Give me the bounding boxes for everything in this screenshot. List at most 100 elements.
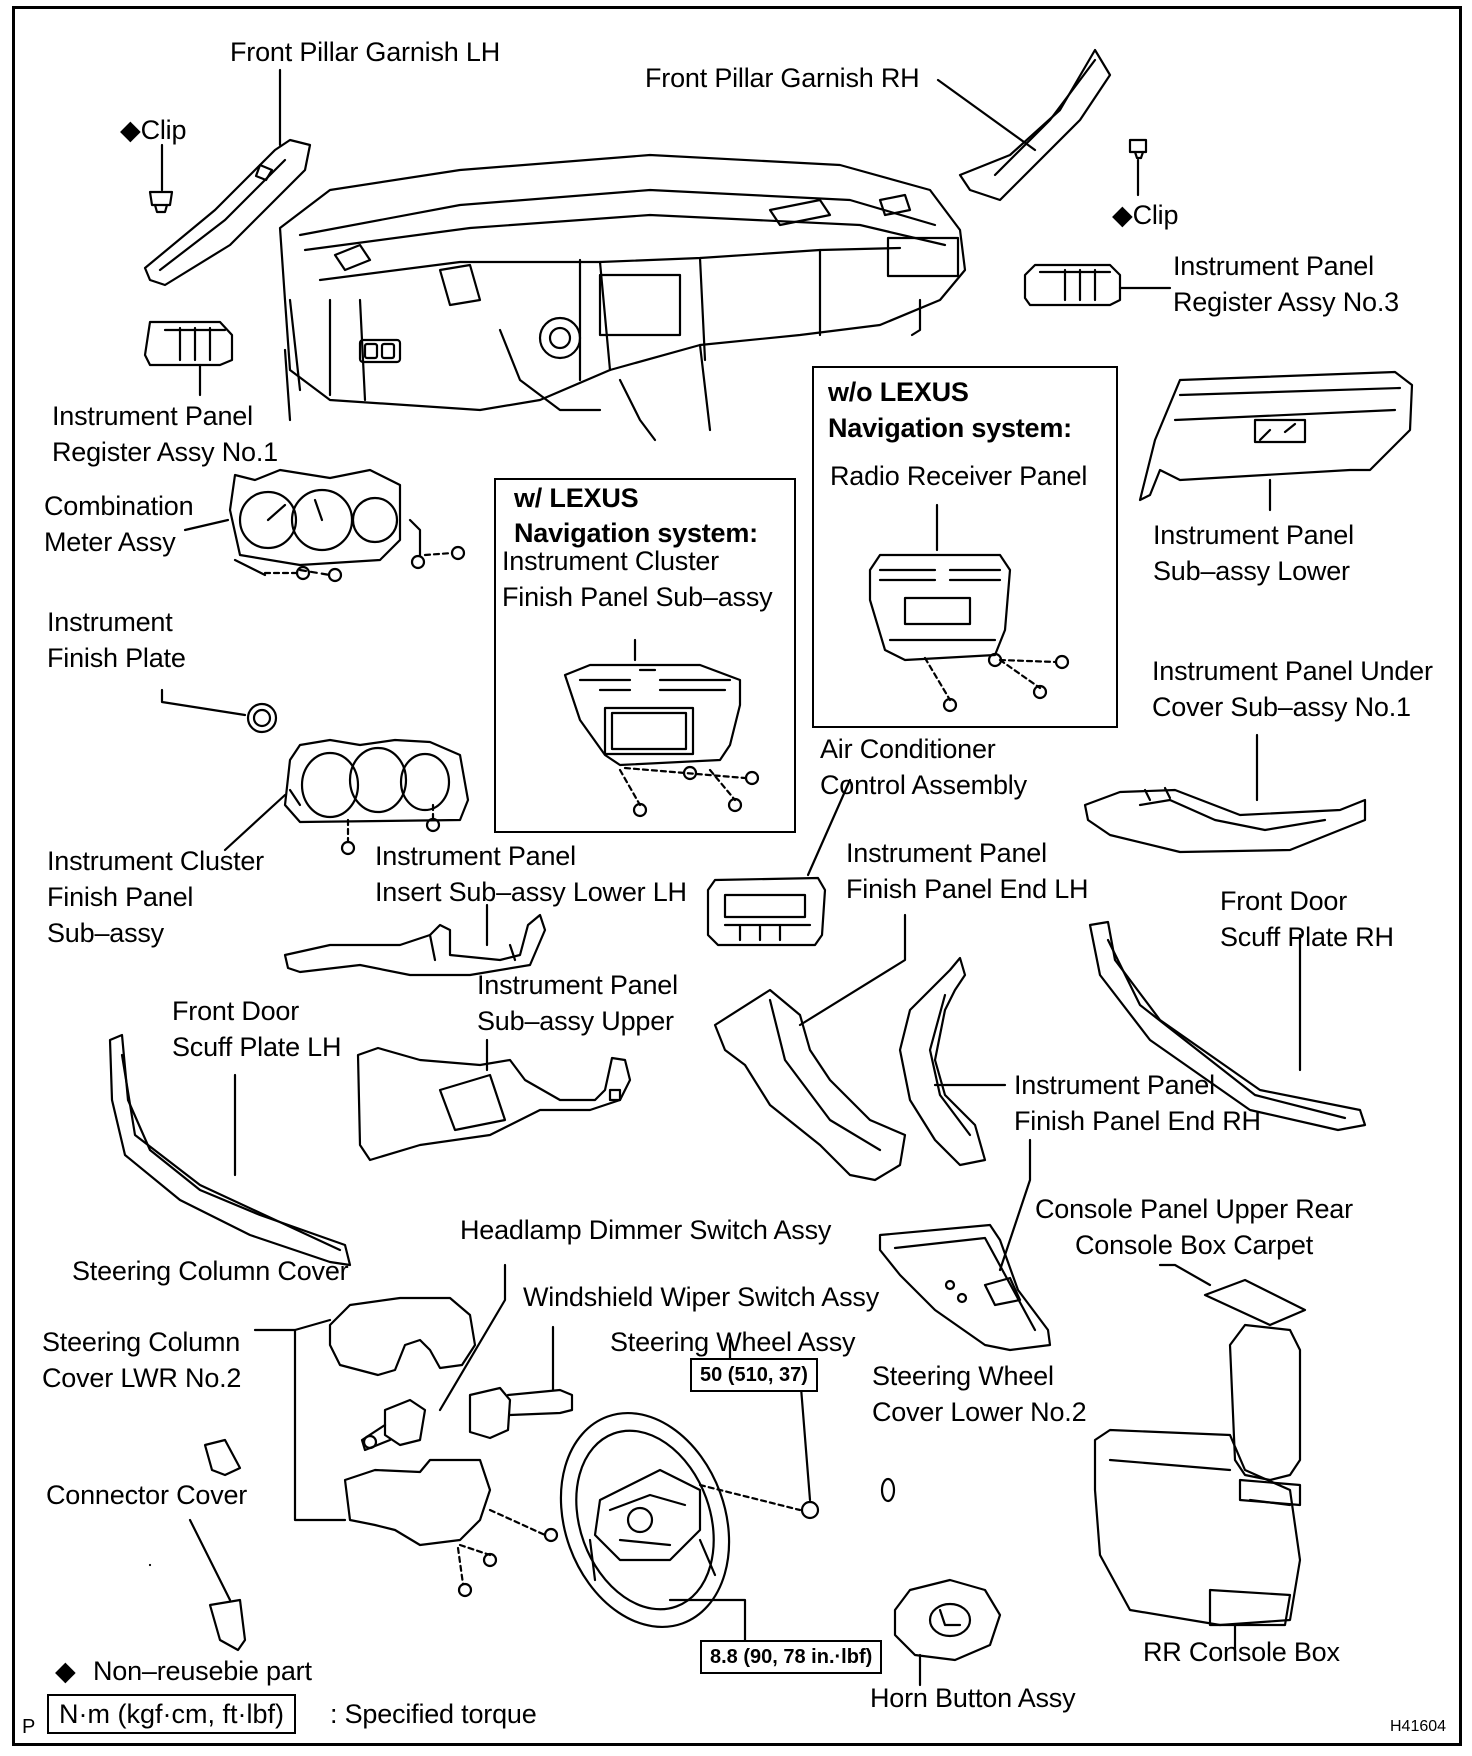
- leader-wheel-nut: [798, 1373, 812, 1502]
- sub-assy-lower-illustration: [1138, 370, 1414, 502]
- label-wo-nav-line2: Navigation system:: [828, 413, 1072, 443]
- label-scuff-rh-line2: Scuff Plate RH: [1220, 922, 1394, 952]
- diagram-frame: [12, 6, 1462, 1746]
- label-combination-meter-line1: Combination: [44, 491, 194, 521]
- leader-carpet: [1158, 1263, 1212, 1287]
- front-pillar-garnish-lh-illustration: [143, 138, 312, 287]
- column-cover-lwr2-illustration: [203, 1438, 242, 1477]
- wheel-cover-lower-illustration: [880, 1477, 896, 1503]
- label-rr-console-box: RR Console Box: [1143, 1637, 1340, 1667]
- legend-torque-text: : Specified torque: [330, 1699, 537, 1729]
- label-insert-lower-line1: Instrument Panel: [375, 841, 576, 871]
- end-rh-illustration: [898, 956, 987, 1167]
- end-lh-illustration: [713, 988, 907, 1182]
- torque-horn-button: 8.8 (90, 78 in.·lbf): [700, 1640, 883, 1674]
- leader-ac: [806, 778, 852, 877]
- combination-meter-illustration: [228, 468, 422, 577]
- steering-wheel-illustration: [559, 1411, 731, 1629]
- label-headlamp-switch: Headlamp Dimmer Switch Assy: [460, 1215, 832, 1245]
- legend-non-reusable-symbol: ◆: [55, 1656, 76, 1686]
- sub-assy-upper-illustration: [356, 1046, 632, 1162]
- label-scuff-rh-line1: Front Door: [1220, 886, 1348, 916]
- label-wo-nav-line1: w/o LEXUS: [828, 377, 969, 407]
- label-console-upper-rear: Console Panel Upper Rear: [1035, 1194, 1353, 1224]
- console-carpet-illustration: [1203, 1278, 1307, 1327]
- label-connector-cover: Connector Cover: [46, 1480, 248, 1510]
- label-w-nav-line2: Navigation system:: [514, 518, 758, 548]
- leader-horn-torque: [668, 1598, 747, 1642]
- leader-meter: [183, 518, 230, 532]
- column-cover-upper-illustration: [328, 1296, 477, 1377]
- legend-torque-unit: N·m (kgf·cm, ft·lbf): [47, 1694, 296, 1734]
- label-cluster-finish-line3: Sub–assy: [47, 918, 164, 948]
- headlamp-switch-illustration: [360, 1398, 427, 1452]
- label-under-cover-line2: Cover Sub–assy No.1: [1152, 692, 1411, 722]
- under-cover-illustration: [1083, 786, 1367, 854]
- label-clip-rh: ◆Clip: [1112, 200, 1179, 230]
- dashboard-illustration: [278, 153, 967, 442]
- ac-control-illustration: [706, 876, 827, 947]
- label-combination-meter-line2: Meter Assy: [44, 527, 176, 557]
- label-sub-assy-lower-line1: Instrument Panel: [1153, 520, 1354, 550]
- label-wiper-switch: Windshield Wiper Switch Assy: [523, 1282, 880, 1312]
- label-sub-assy-upper-line1: Instrument Panel: [477, 970, 678, 1000]
- label-ac-control-line2: Control Assembly: [820, 770, 1027, 800]
- leader-finish-plate: [160, 688, 247, 717]
- figure-id: H41604: [1390, 1718, 1447, 1735]
- label-wheel-cover-lower-line2: Cover Lower No.2: [872, 1397, 1087, 1427]
- label-under-cover-line1: Instrument Panel Under: [1152, 656, 1433, 686]
- corner-left-mark: P: [22, 1716, 36, 1738]
- clip-rh-illustration: [1128, 138, 1148, 160]
- column-cover-screws: [456, 1508, 559, 1598]
- radio-receiver-panel-illustration: [868, 553, 1012, 662]
- leader-end-lh: [798, 913, 907, 1027]
- label-scuff-lh-line2: Scuff Plate LH: [172, 1032, 342, 1062]
- scuff-plate-lh-illustration: [108, 1033, 352, 1267]
- label-finish-plate-line2: Finish Plate: [47, 643, 186, 673]
- radio-screws: [923, 652, 1070, 713]
- register-no3-illustration: [1023, 263, 1122, 307]
- label-end-lh-line1: Instrument Panel: [846, 838, 1047, 868]
- column-cover-lower-illustration: [343, 1458, 492, 1547]
- wiper-switch-illustration: [468, 1386, 574, 1440]
- clip-lh-illustration: [148, 190, 174, 214]
- label-insert-lower-line2: Insert Sub–assy Lower LH: [375, 877, 687, 907]
- w-nav-screws: [618, 765, 760, 818]
- label-front-pillar-garnish-rh: Front Pillar Garnish RH: [645, 63, 920, 93]
- insert-lower-illustration: [283, 913, 547, 977]
- label-steering-column-cover: Steering Column Cover: [72, 1256, 349, 1286]
- label-front-pillar-garnish-lh: Front Pillar Garnish LH: [230, 37, 500, 67]
- connector-cover-illustration: [208, 1598, 247, 1652]
- label-wo-nav-part: Radio Receiver Panel: [830, 461, 1088, 491]
- leader-headlamp: [438, 1263, 507, 1412]
- rr-console-box-illustration: [1093, 1323, 1302, 1627]
- leader-connector-cover: [188, 1518, 232, 1602]
- label-finish-plate-line1: Instrument: [47, 607, 173, 637]
- label-end-rh-line2: Finish Panel End RH: [1014, 1106, 1261, 1136]
- label-sub-assy-upper-line2: Sub–assy Upper: [477, 1006, 674, 1036]
- label-w-nav-line1: w/ LEXUS: [514, 483, 639, 513]
- label-ac-control-line1: Air Conditioner: [820, 734, 996, 764]
- torque-steering-wheel-nut: 50 (510, 37): [690, 1358, 818, 1392]
- leader-column-cover: [253, 1318, 347, 1522]
- horn-button-illustration: [893, 1578, 1002, 1662]
- label-register-no3-line2: Register Assy No.3: [1173, 287, 1399, 317]
- label-w-nav-part-line2: Finish Panel Sub–assy: [502, 582, 773, 612]
- label-wheel-cover-lower-line1: Steering Wheel: [872, 1361, 1054, 1391]
- w-nav-box: [494, 478, 796, 833]
- leader-console-upper: [998, 1138, 1032, 1272]
- label-end-rh-line1: Instrument Panel: [1014, 1070, 1215, 1100]
- w-nav-panel-illustration: [563, 663, 742, 767]
- meter-screws: [263, 545, 466, 583]
- wo-nav-box: [812, 366, 1118, 728]
- label-console-carpet: Console Box Carpet: [1075, 1230, 1314, 1260]
- label-steering-wheel: Steering Wheel Assy: [610, 1327, 856, 1357]
- leader-pillar-rh: [936, 78, 1037, 152]
- leader-cluster-finish: [223, 793, 287, 852]
- label-cluster-finish-line2: Finish Panel: [47, 882, 194, 912]
- label-register-no1-line1: Instrument Panel: [52, 401, 253, 431]
- label-column-cover-lwr-line1: Steering Column: [42, 1327, 241, 1357]
- cluster-finish-panel-illustration: [283, 738, 470, 824]
- wheel-nut: [698, 1483, 820, 1520]
